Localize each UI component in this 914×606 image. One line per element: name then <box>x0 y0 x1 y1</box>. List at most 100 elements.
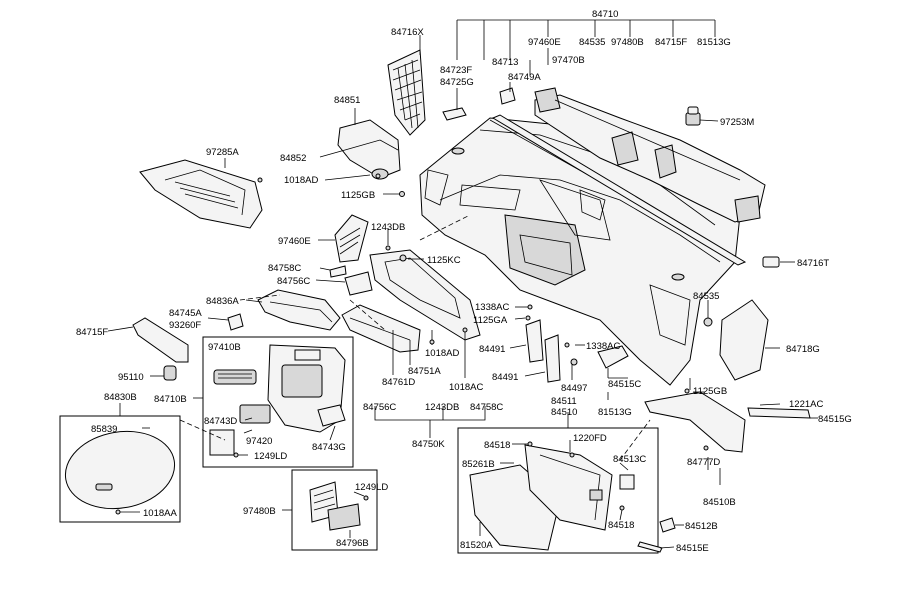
glove-box-84510 <box>469 444 635 551</box>
label-84836A: 84836A <box>206 296 239 307</box>
label-1125GB-b: 1125GB <box>693 386 727 397</box>
label-84512B: 84512B <box>685 521 718 532</box>
label-84715F-top: 84715F <box>655 37 687 48</box>
label-97480B-top: 97480B <box>611 37 644 48</box>
bracket-84743G <box>317 404 346 427</box>
label-84510B: 84510B <box>703 497 736 508</box>
bracket-84723F <box>442 107 467 121</box>
label-84518-a: 84518 <box>484 440 510 451</box>
label-81513G: 81513G <box>598 407 632 418</box>
clip-84713 <box>499 87 516 105</box>
label-84796B: 84796B <box>336 538 369 549</box>
bracket-84512B <box>659 517 676 533</box>
label-1018AD-a: 1018AD <box>284 175 318 186</box>
label-97253M: 97253M <box>720 117 754 128</box>
label-84751A: 84751A <box>408 366 441 377</box>
label-84716T: 84716T <box>797 258 829 269</box>
label-97460E: 97460E <box>278 236 311 247</box>
center-duct-84851 <box>337 119 401 180</box>
bracket-84758C <box>329 265 347 278</box>
label-84515G: 84515G <box>818 414 852 425</box>
label-97410B: 97410B <box>208 342 241 353</box>
bracket-84515E <box>637 541 663 553</box>
label-84491-a: 84491 <box>479 344 505 355</box>
label-97420: 97420 <box>246 436 272 447</box>
label-84518-b: 84518 <box>608 520 634 531</box>
center-panel-group-box <box>202 336 354 468</box>
label-1125KC: 1125KC <box>427 255 461 266</box>
switch-95110 <box>163 365 177 381</box>
side-trim-84715F <box>132 317 189 363</box>
vent-97460E <box>334 214 369 263</box>
label-97470B: 97470B <box>552 55 585 66</box>
label-84750K: 84750K <box>412 439 445 450</box>
cluster-hood-84836A <box>257 289 341 331</box>
label-84535: 84535 <box>693 291 719 302</box>
label-84852: 84852 <box>280 153 306 164</box>
label-85261B: 85261B <box>462 459 495 470</box>
label-1243DB-a: 1243DB <box>371 222 405 233</box>
label-84756C-b: 84756C <box>363 402 396 413</box>
label-84515E: 84515E <box>676 543 709 554</box>
lower-cover-84761D <box>341 304 421 353</box>
label-84710B: 84710B <box>154 394 187 405</box>
air-duct <box>534 87 766 223</box>
clip-84716T <box>762 256 780 268</box>
label-84743G: 84743G <box>312 442 346 453</box>
label-1125GA: 1125GA <box>473 315 508 326</box>
glove-box-group-box <box>457 427 659 554</box>
label-1018AD-b: 1018AD <box>425 348 459 359</box>
label-97285A: 97285A <box>206 147 239 158</box>
label-84745A: 84745A <box>169 308 202 319</box>
label-93260F: 93260F <box>169 320 201 331</box>
label-84710: 84710 <box>592 9 618 20</box>
label-84715F: 84715F <box>76 327 108 338</box>
label-84713: 84713 <box>492 57 518 68</box>
label-84510: 84510 <box>551 407 577 418</box>
fasteners <box>115 173 713 515</box>
switch-97410B <box>213 369 257 385</box>
label-1125GB-a: 1125GB <box>341 190 375 201</box>
label-1338AC-a: 1338AC <box>475 302 509 313</box>
label-84761D: 84761D <box>382 377 415 388</box>
label-1243DB-b: 1243DB <box>425 402 459 413</box>
part-labels: 84710 97460E 84535 97480B 84715F 81513G … <box>76 9 852 554</box>
side-grille-84716X <box>387 49 426 136</box>
label-1018AC: 1018AC <box>449 382 483 393</box>
label-1018AA: 1018AA <box>143 508 177 519</box>
cover-group-box <box>59 415 181 523</box>
label-81513G-top: 81513G <box>697 37 731 48</box>
label-84511: 84511 <box>551 396 577 407</box>
label-84515C: 84515C <box>608 379 641 390</box>
center-fascia-84751A <box>369 249 481 341</box>
bracket-84756C <box>344 271 373 296</box>
tray-97285A <box>139 159 263 229</box>
label-1249LD-b: 1249LD <box>355 482 388 493</box>
label-84758C-b: 84758C <box>470 402 503 413</box>
cover-84830B <box>64 430 176 510</box>
label-84513C: 84513C <box>613 454 646 465</box>
bracket-84510B <box>644 391 746 453</box>
label-81520A: 81520A <box>460 540 493 551</box>
label-84830B: 84830B <box>104 392 137 403</box>
label-84497: 84497 <box>561 383 587 394</box>
label-97460E-top: 97460E <box>528 37 561 48</box>
sensor-97253M <box>685 106 701 126</box>
leader-lines <box>107 19 818 549</box>
label-84743D: 84743D <box>204 416 237 427</box>
label-84777D: 84777D <box>687 457 720 468</box>
label-84725G: 84725G <box>440 77 474 88</box>
label-1338AC-b: 1338AC <box>586 341 620 352</box>
label-84723F: 84723F <box>440 65 472 76</box>
label-84491-b: 84491 <box>492 372 518 383</box>
label-85839: 85839 <box>91 424 117 435</box>
label-1221AC: 1221AC <box>789 399 823 410</box>
label-84716X: 84716X <box>391 27 424 38</box>
bracket-84491-a <box>525 319 544 363</box>
label-95110: 95110 <box>118 372 144 383</box>
cap-84745A <box>227 313 244 331</box>
bracket-84515C <box>597 345 629 369</box>
label-84758C-a: 84758C <box>268 263 301 274</box>
label-84851: 84851 <box>334 95 360 106</box>
